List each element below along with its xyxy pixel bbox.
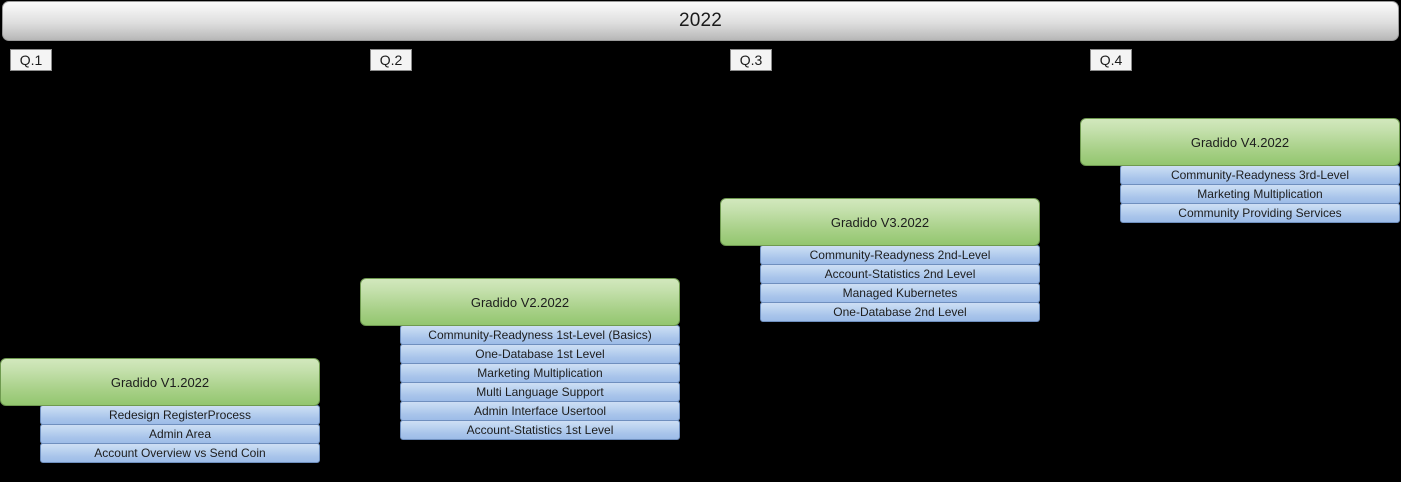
release-item[interactable]: Marketing Multiplication	[1120, 184, 1400, 204]
year-header-bar: 2022	[2, 1, 1399, 41]
release-item[interactable]: Redesign RegisterProcess	[40, 405, 320, 425]
release-item[interactable]: Community-Readyness 1st-Level (Basics)	[400, 325, 680, 345]
release-title-gradido-v1-2022[interactable]: Gradido V1.2022	[0, 358, 320, 406]
release-item[interactable]: Managed Kubernetes	[760, 283, 1040, 303]
quarter-label-4: Q.4	[1090, 49, 1132, 71]
release-item-list: Community-Readyness 1st-Level (Basics)On…	[400, 325, 680, 440]
release-item[interactable]: One-Database 1st Level	[400, 344, 680, 364]
release-item[interactable]: Community Providing Services	[1120, 203, 1400, 223]
release-title-gradido-v2-2022[interactable]: Gradido V2.2022	[360, 278, 680, 326]
release-item[interactable]: Admin Area	[40, 424, 320, 444]
release-item[interactable]: Marketing Multiplication	[400, 363, 680, 383]
quarter-label-1: Q.1	[10, 49, 52, 71]
release-title-gradido-v3-2022[interactable]: Gradido V3.2022	[720, 198, 1040, 246]
release-item[interactable]: One-Database 2nd Level	[760, 302, 1040, 322]
release-item[interactable]: Admin Interface Usertool	[400, 401, 680, 421]
release-item[interactable]: Account Overview vs Send Coin	[40, 443, 320, 463]
release-item[interactable]: Multi Language Support	[400, 382, 680, 402]
quarter-label-3: Q.3	[730, 49, 772, 71]
release-item[interactable]: Community-Readyness 2nd-Level	[760, 245, 1040, 265]
release-item[interactable]: Community-Readyness 3rd-Level	[1120, 165, 1400, 185]
release-item[interactable]: Account-Statistics 2nd Level	[760, 264, 1040, 284]
release-item[interactable]: Account-Statistics 1st Level	[400, 420, 680, 440]
year-label: 2022	[678, 10, 723, 31]
release-title-gradido-v4-2022[interactable]: Gradido V4.2022	[1080, 118, 1400, 166]
quarter-label-2: Q.2	[370, 49, 412, 71]
